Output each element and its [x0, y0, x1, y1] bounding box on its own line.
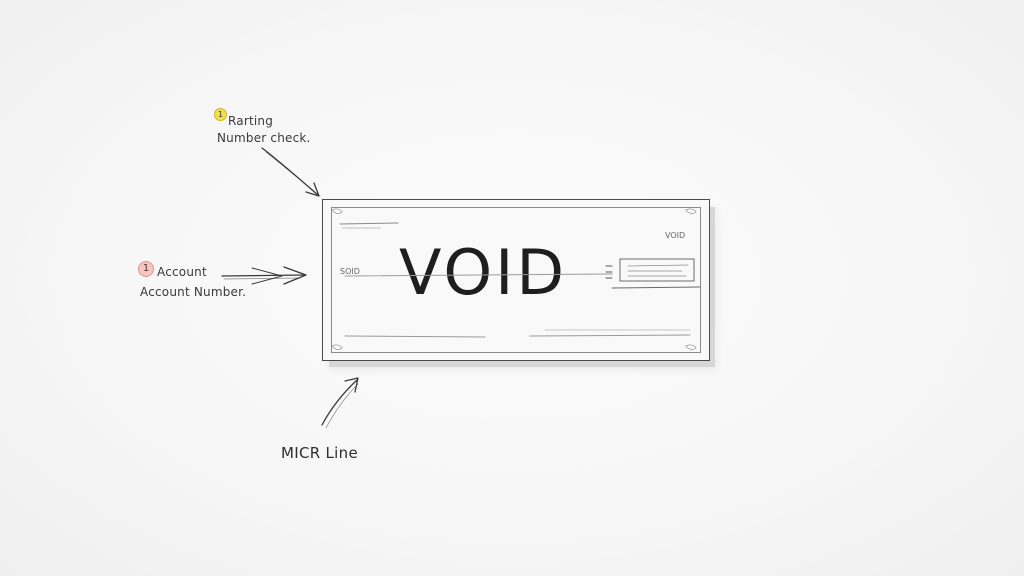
routing-arrow-head — [305, 182, 320, 197]
micr-line-label: MICR Line — [281, 444, 358, 462]
routing-badge: 1 — [214, 108, 227, 121]
account-arrow-head — [283, 266, 307, 285]
account-label-line2: Account Number. — [140, 285, 247, 299]
void-stamp: VOID — [399, 236, 568, 309]
check-left-small-label: SOID — [340, 267, 360, 276]
micr-arrow — [321, 379, 358, 426]
check-inner-border — [331, 207, 701, 353]
check-top-right-label: VOID — [665, 231, 686, 240]
account-badge: 1 — [138, 261, 154, 277]
routing-label-line1: Rarting — [228, 114, 274, 128]
routing-label-line2: Number check. — [217, 131, 311, 145]
account-label-line1: Account — [157, 265, 207, 279]
micr-arrow-head — [344, 377, 359, 393]
voided-check: VOID VOID SOID — [322, 199, 710, 361]
account-arrow — [221, 274, 306, 277]
